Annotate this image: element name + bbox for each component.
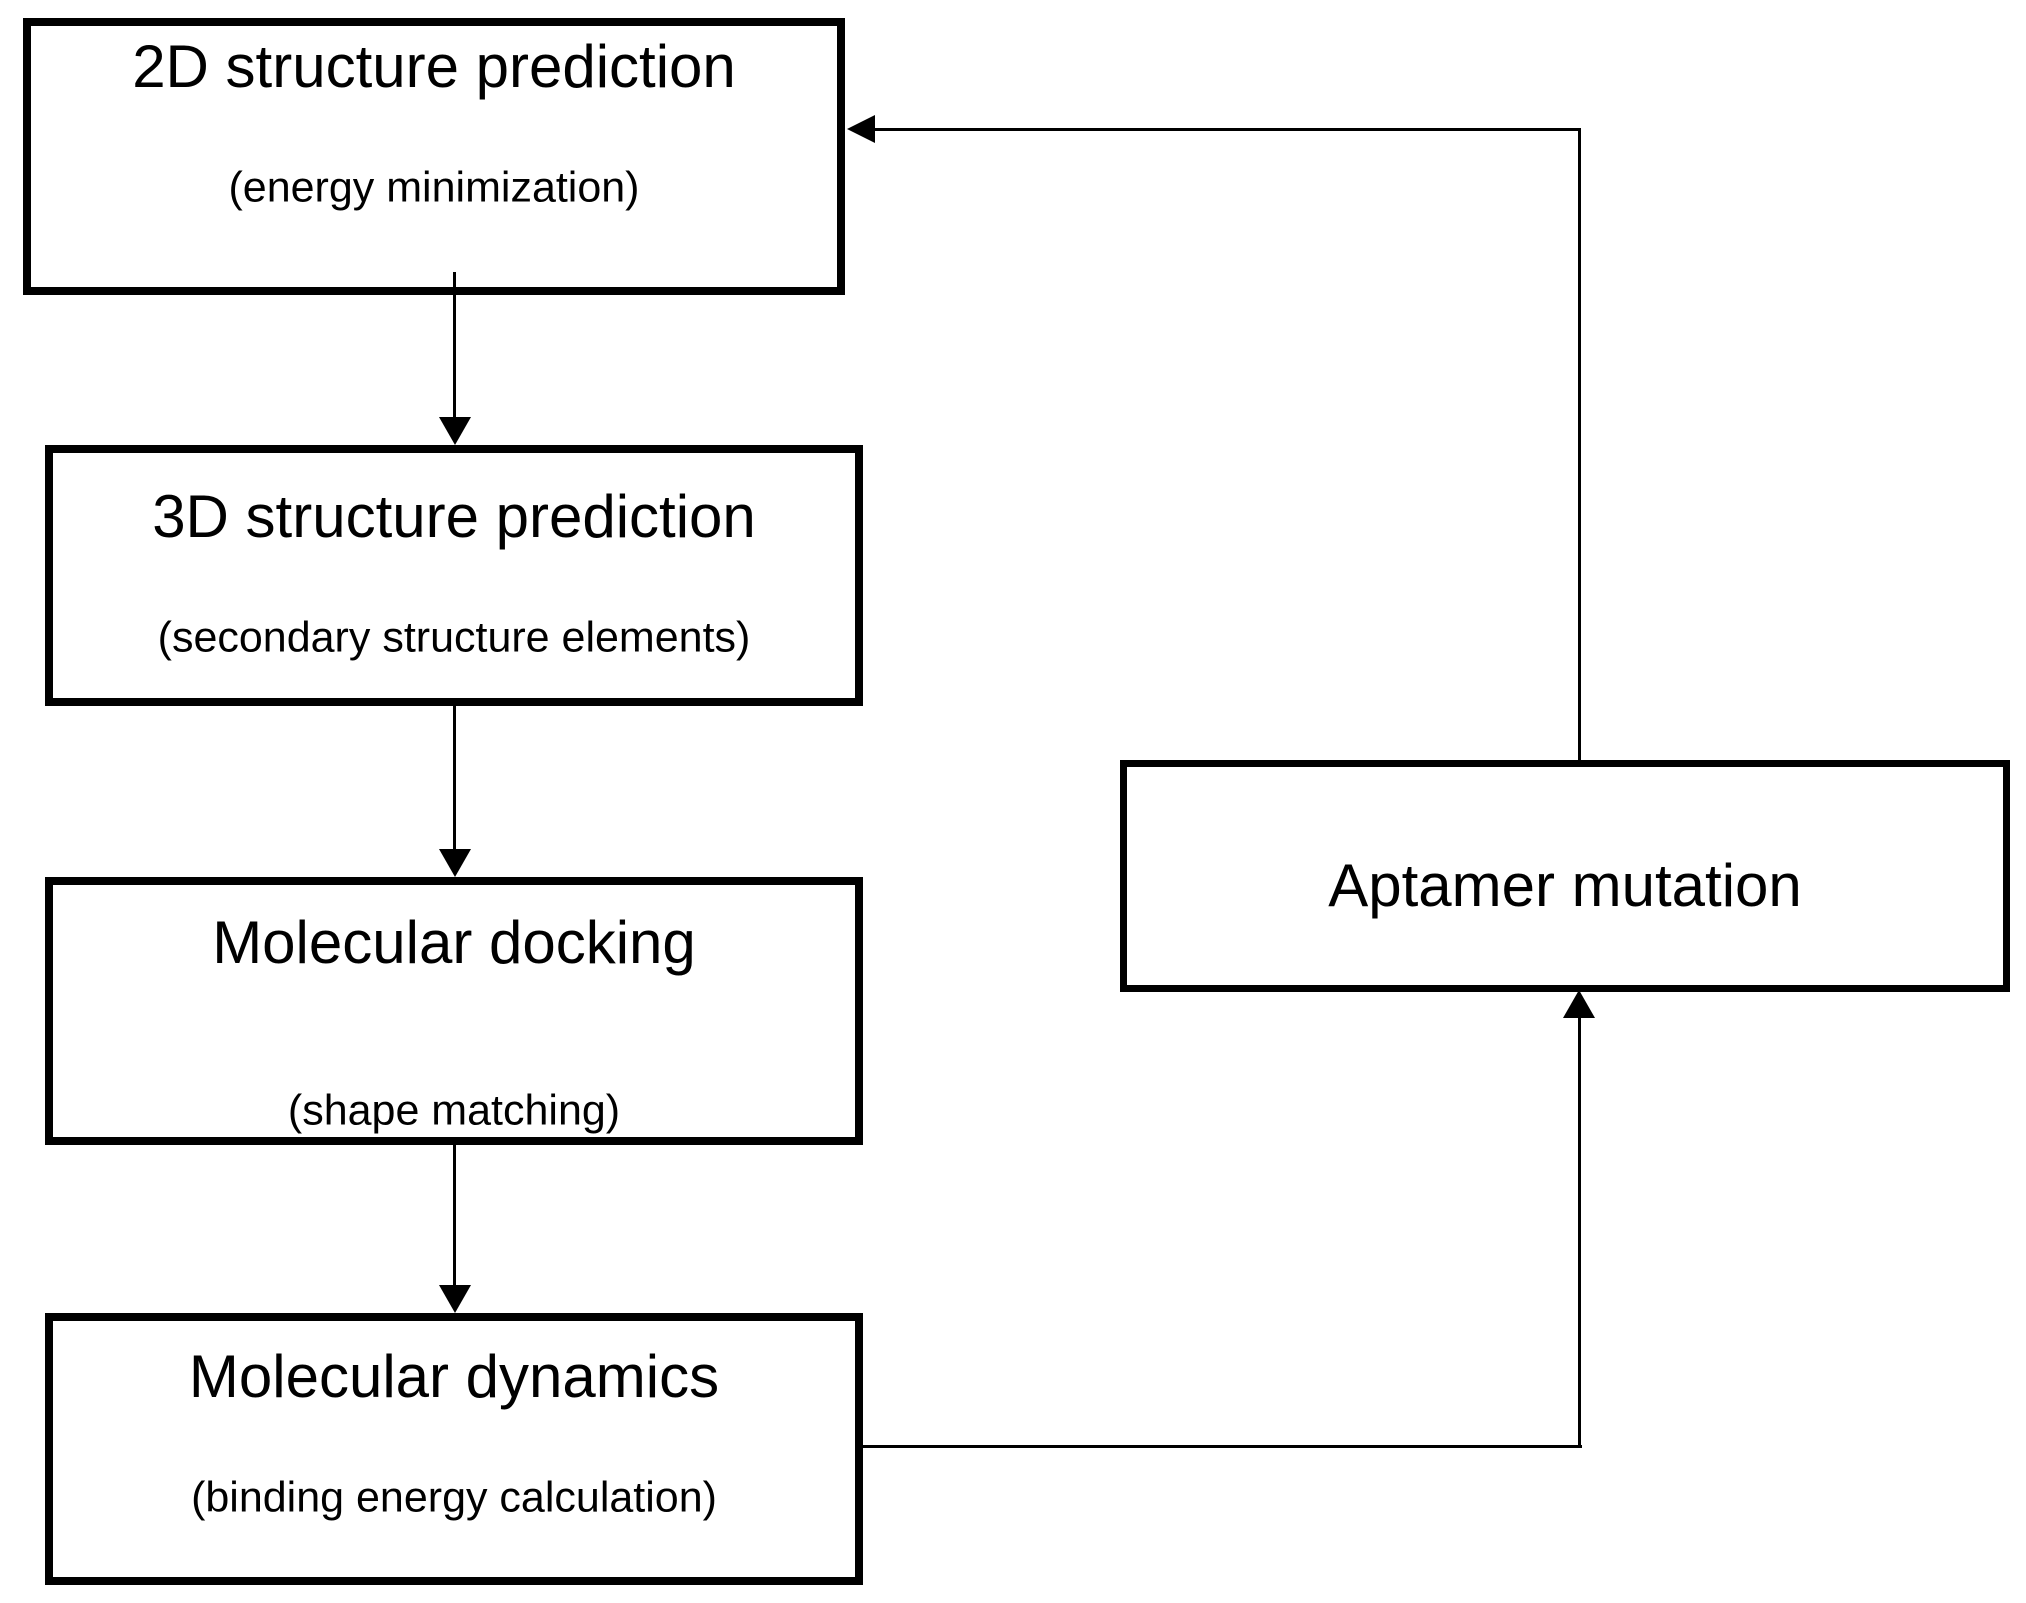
box-subtitle: (secondary structure elements) <box>157 613 751 662</box>
box-title: 2D structure prediction <box>132 33 736 100</box>
box-subtitle: (binding energy calculation) <box>191 1473 717 1522</box>
arrow-3d-to-docking-line <box>453 700 456 852</box>
box-subtitle: (shape matching) <box>287 1086 621 1135</box>
arrow-2d-to-3d-line <box>453 272 456 422</box>
box-title: Molecular docking <box>212 909 696 976</box>
arrow-down-head-icon <box>439 1285 471 1313</box>
arrow-left-head-icon <box>847 115 875 143</box>
arrow-down-head-icon <box>439 417 471 445</box>
connector-aptamer-to-2d-horizontal <box>873 128 1581 131</box>
connector-dynamics-to-aptamer-vertical <box>1578 1016 1581 1448</box>
box-3d-structure-prediction: 3D structure prediction (secondary struc… <box>45 445 863 706</box>
box-2d-structure-prediction: 2D structure prediction (energy minimiza… <box>23 18 845 295</box>
box-subtitle: (energy minimization) <box>228 163 640 212</box>
connector-dynamics-to-aptamer-horizontal <box>858 1445 1582 1448</box>
arrow-up-head-icon <box>1563 990 1595 1018</box>
box-molecular-docking: Molecular docking (shape matching) <box>45 877 863 1145</box>
box-molecular-dynamics: Molecular dynamics (binding energy calcu… <box>45 1313 863 1585</box>
arrow-down-head-icon <box>439 849 471 877</box>
box-title: Molecular dynamics <box>188 1343 720 1410</box>
connector-aptamer-to-2d-vertical <box>1578 128 1581 760</box>
box-title: 3D structure prediction <box>152 483 756 550</box>
arrow-docking-to-dynamics-line <box>453 1140 456 1288</box>
box-title: Aptamer mutation <box>1328 852 1802 919</box>
box-aptamer-mutation: Aptamer mutation <box>1120 760 2010 992</box>
